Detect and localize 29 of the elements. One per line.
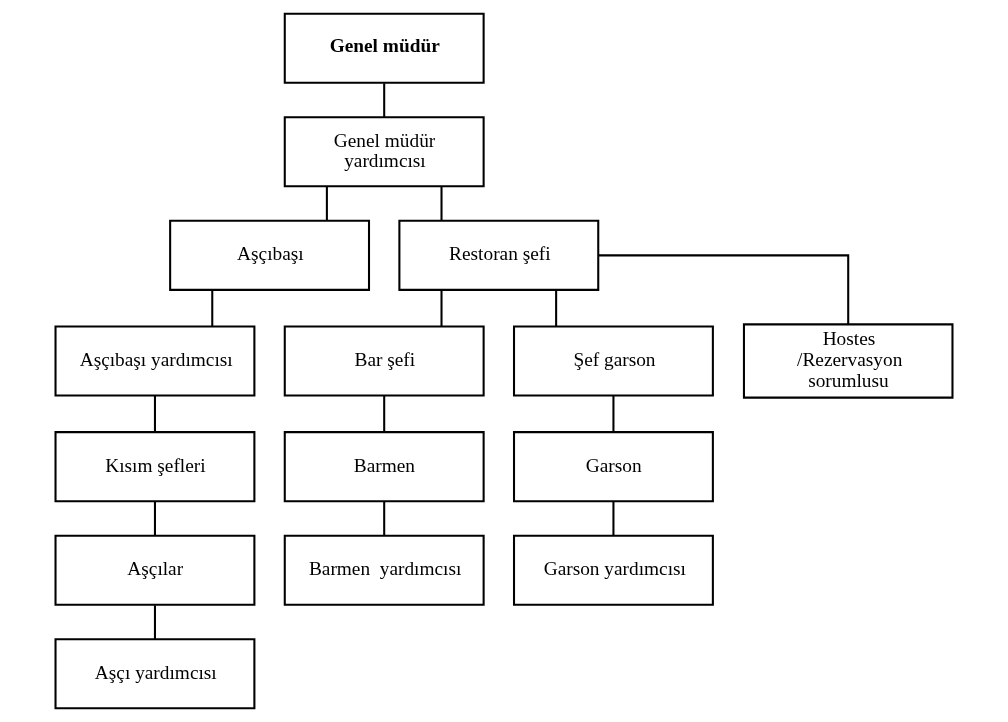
connector bbox=[440, 186, 443, 221]
connector bbox=[153, 605, 156, 640]
connector bbox=[153, 501, 156, 536]
node-box: Bar şefi bbox=[283, 325, 485, 397]
node-box: Barmen yardımcısı bbox=[283, 534, 485, 606]
node-box: Barmen bbox=[283, 431, 485, 503]
connector bbox=[440, 289, 443, 327]
node-box: Hostes /Rezervasyon sorumlusu bbox=[742, 323, 954, 399]
connector bbox=[383, 395, 386, 432]
node-box: Genel müdür bbox=[283, 12, 485, 84]
node-box: Restoran şefi bbox=[398, 219, 600, 291]
node-box: Kısım şefleri bbox=[54, 431, 256, 503]
connector bbox=[383, 501, 386, 536]
node-box: Garson yardımcısı bbox=[512, 534, 714, 606]
connector bbox=[612, 501, 615, 536]
node-box: Aşçı yardımcısı bbox=[54, 638, 256, 710]
node-box: Aşçıbaşı yardımcısı bbox=[54, 325, 256, 397]
connector bbox=[211, 289, 214, 327]
node-box: Garson bbox=[512, 431, 714, 503]
connector bbox=[383, 83, 386, 118]
connector bbox=[555, 289, 558, 327]
node-box: Şef garson bbox=[512, 325, 714, 397]
connector bbox=[612, 395, 615, 432]
node-box: Genel müdür yardımcısı bbox=[283, 116, 485, 188]
node-box: Aşçılar bbox=[54, 534, 256, 606]
connector bbox=[325, 186, 328, 221]
connector bbox=[153, 395, 156, 432]
connector bbox=[598, 254, 850, 325]
node-box: Aşçıbaşı bbox=[169, 219, 371, 291]
